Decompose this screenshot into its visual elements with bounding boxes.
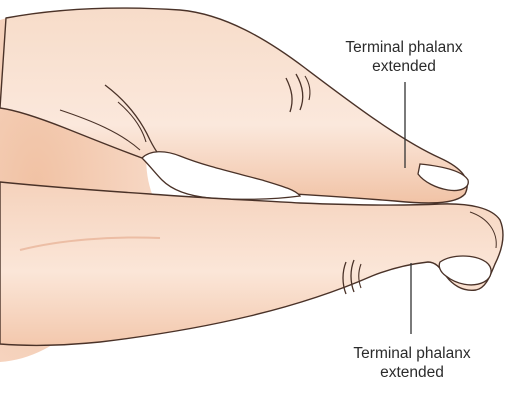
upper-annotation-label: Terminal phalanx extended bbox=[330, 38, 478, 76]
lower-annotation-line1: Terminal phalanx bbox=[324, 344, 500, 363]
upper-annotation-line2: extended bbox=[330, 57, 478, 76]
lower-annotation-label: Terminal phalanx extended bbox=[324, 344, 500, 382]
lower-annotation-line2: extended bbox=[324, 363, 500, 382]
thumb bbox=[0, 182, 503, 345]
thumbnail bbox=[439, 256, 491, 285]
upper-annotation-line1: Terminal phalanx bbox=[330, 38, 478, 57]
